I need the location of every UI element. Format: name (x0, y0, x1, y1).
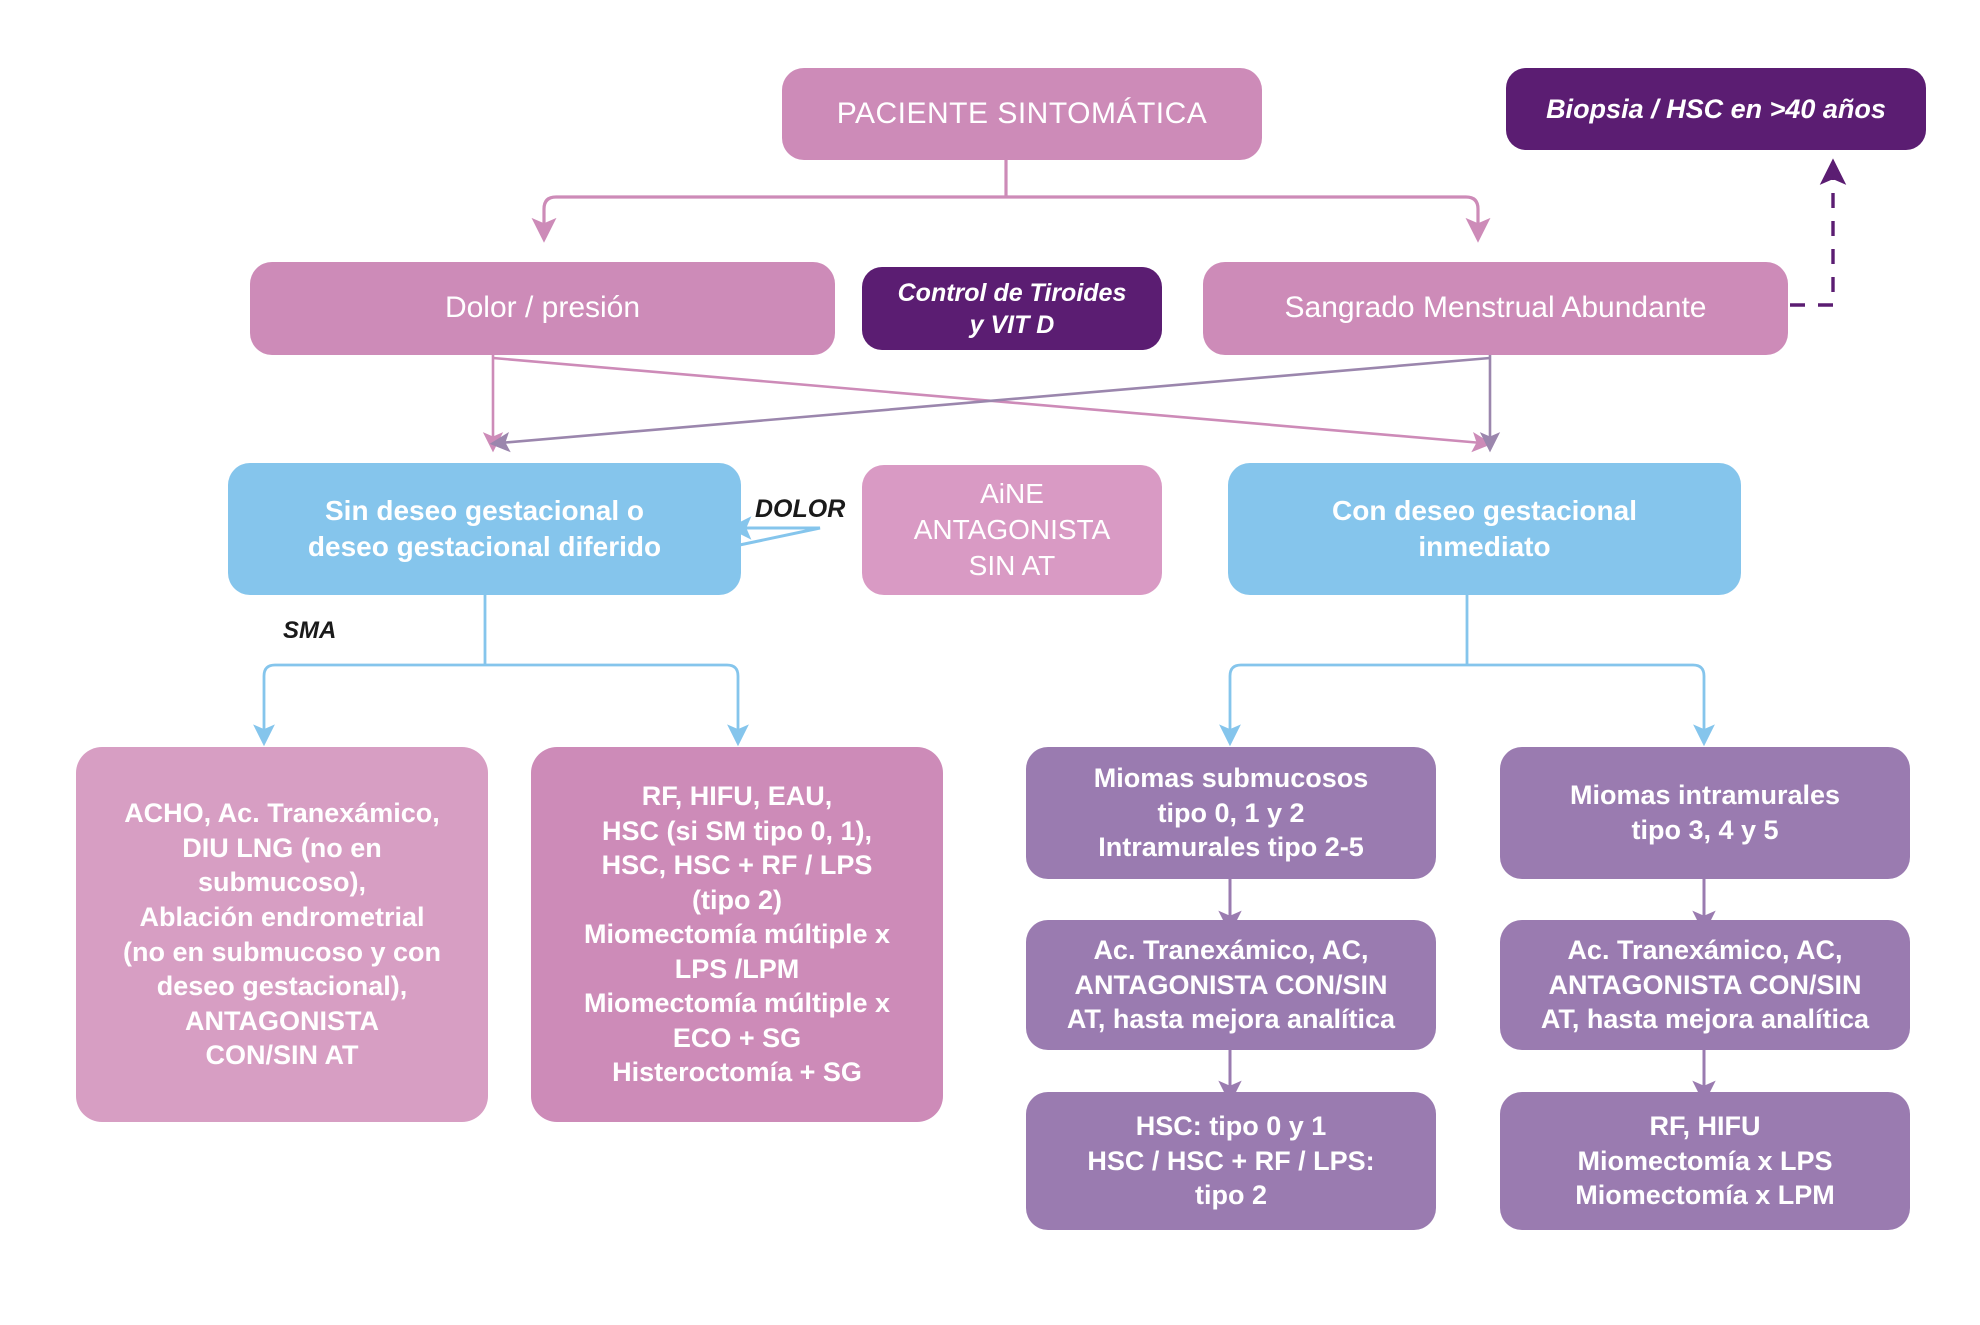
node-dolor-presion[interactable]: Dolor / presión (250, 262, 835, 355)
edge-label-dolor: DOLOR (755, 495, 846, 523)
node-miomas-submucosos[interactable]: Miomas submucosos tipo 0, 1 y 2 Intramur… (1026, 747, 1436, 879)
node-paciente-sintomatica[interactable]: PACIENTE SINTOMÁTICA (782, 68, 1262, 160)
node-hsc-tipos[interactable]: HSC: tipo 0 y 1 HSC / HSC + RF / LPS: ti… (1026, 1092, 1436, 1230)
edge-label-sma: SMA (283, 617, 337, 644)
edge-dolor-aine (727, 516, 821, 549)
edge-dolor-cross (482, 355, 1493, 453)
edge-sin-deseo-split (253, 595, 749, 747)
edge-paciente-split (531, 160, 1491, 243)
node-miomas-intramurales[interactable]: Miomas intramurales tipo 3, 4 y 5 (1500, 747, 1910, 879)
node-con-deseo-gestacional[interactable]: Con deseo gestacional inmediato (1228, 463, 1741, 595)
edge-biopsia-dashed (1790, 158, 1847, 307)
node-tratamiento-medico[interactable]: ACHO, Ac. Tranexámico, DIU LNG (no en su… (76, 747, 488, 1122)
node-sin-deseo-gestacional[interactable]: Sin deseo gestacional o deseo gestaciona… (228, 463, 741, 595)
edge-sangrado-cross (489, 355, 1501, 453)
node-biopsia-hsc[interactable]: Biopsia / HSC en >40 años (1506, 68, 1926, 150)
node-sangrado-menstrual[interactable]: Sangrado Menstrual Abundante (1203, 262, 1788, 355)
node-control-tiroides[interactable]: Control de Tiroides y VIT D (862, 267, 1162, 350)
node-ac-tranexamico-submucosos[interactable]: Ac. Tranexámico, AC, ANTAGONISTA CON/SIN… (1026, 920, 1436, 1050)
node-rf-hifu-miomectomia[interactable]: RF, HIFU Miomectomía x LPS Miomectomía x… (1500, 1092, 1910, 1230)
node-tratamiento-quirurgico[interactable]: RF, HIFU, EAU, HSC (si SM tipo 0, 1), HS… (531, 747, 943, 1122)
node-ac-tranexamico-intramurales[interactable]: Ac. Tranexámico, AC, ANTAGONISTA CON/SIN… (1500, 920, 1910, 1050)
edge-con-deseo-split (1219, 595, 1715, 747)
node-aine-antagonista[interactable]: AiNE ANTAGONISTA SIN AT (862, 465, 1162, 595)
